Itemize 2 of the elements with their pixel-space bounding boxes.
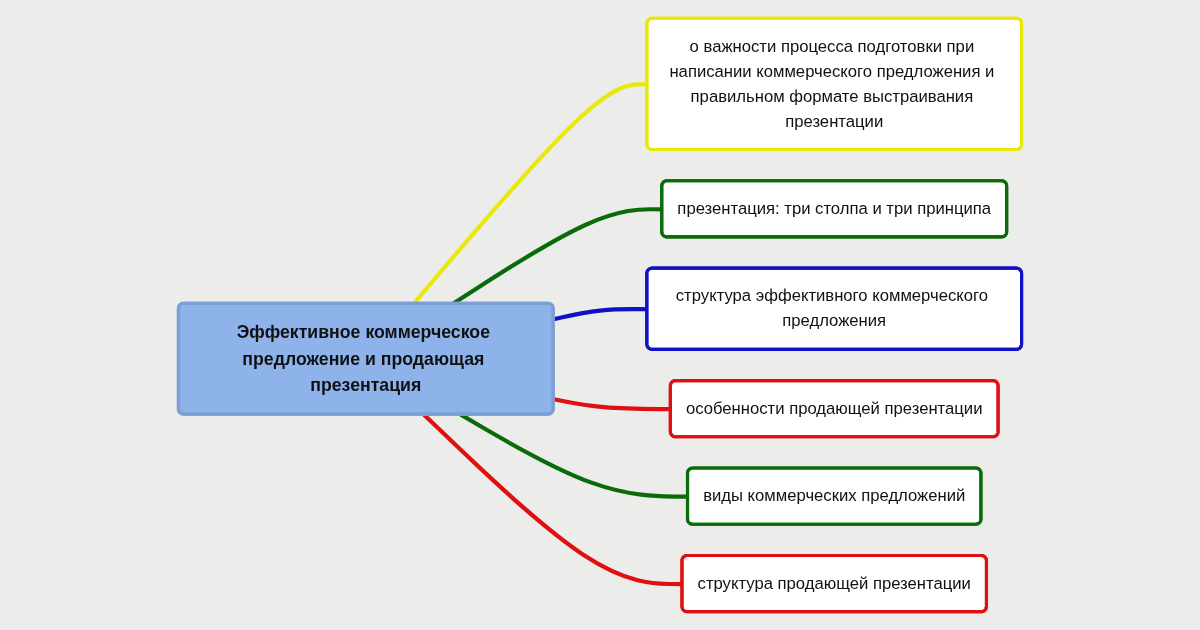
connector [422,413,683,587]
connector [553,307,648,322]
